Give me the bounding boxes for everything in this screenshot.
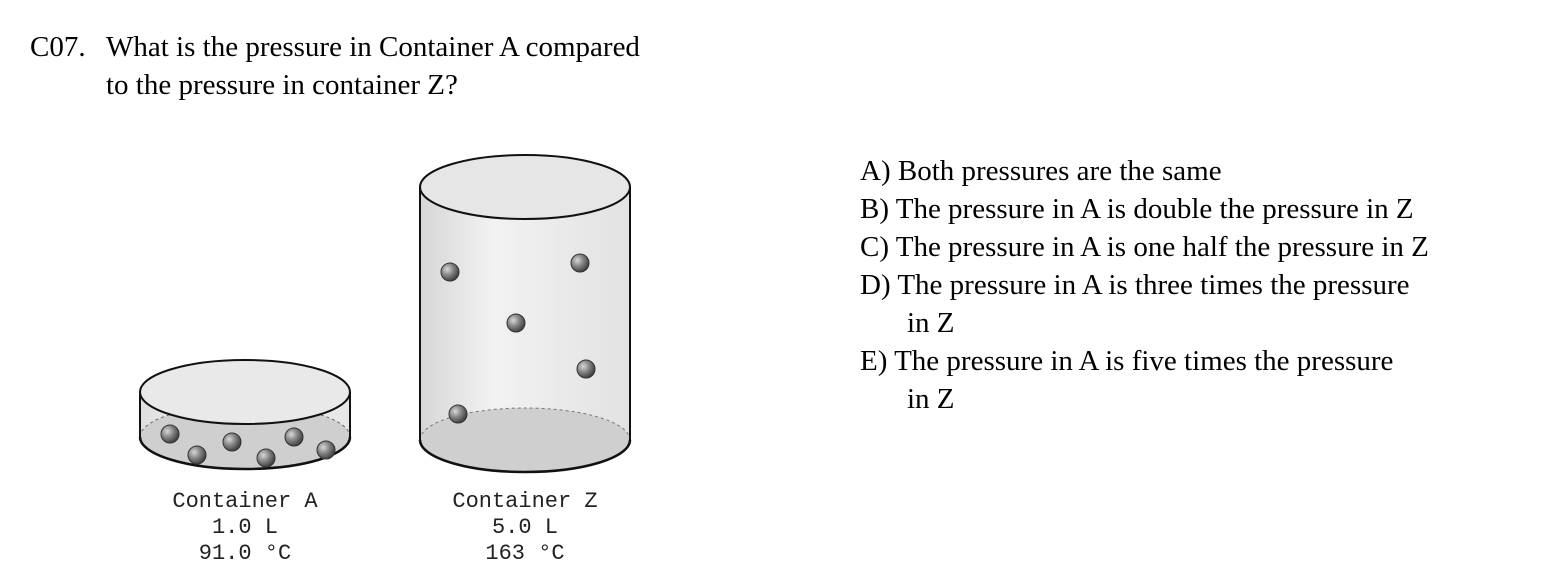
container-z-name: Container Z — [452, 489, 598, 514]
answer-choices: A) Both pressures are the same B) The pr… — [860, 152, 1540, 418]
molecule — [222, 432, 242, 452]
question-line-2: to the pressure in container Z? — [106, 69, 458, 101]
choice-a-text: A) Both pressures are the same — [860, 155, 1222, 187]
choice-b-text: B) The pressure in A is double the press… — [860, 193, 1414, 225]
choice-d-continuation: in Z — [907, 307, 955, 339]
container-a-molecules — [160, 424, 336, 468]
molecule — [160, 424, 180, 444]
container-z-molecules — [440, 253, 596, 424]
choice-c[interactable]: C) The pressure in A is one half the pre… — [860, 228, 1540, 266]
molecule — [284, 427, 304, 447]
container-a-label: Container A 1.0 L 91.0 °C — [135, 489, 355, 567]
molecule — [440, 262, 460, 282]
container-a-drawing — [138, 359, 352, 471]
container-z-temperature: 163 °C — [485, 541, 565, 566]
container-z-label: Container Z 5.0 L 163 °C — [415, 489, 635, 567]
molecule — [576, 359, 596, 379]
container-z-volume: 5.0 L — [491, 515, 558, 540]
question-number: C07. — [30, 31, 86, 63]
container-a-temperature: 91.0 °C — [198, 541, 292, 566]
choice-d-text: D) The pressure in A is three times the … — [860, 269, 1410, 301]
choice-c-text: C) The pressure in A is one half the pre… — [860, 231, 1429, 263]
choice-b[interactable]: B) The pressure in A is double the press… — [860, 190, 1540, 228]
choice-e[interactable]: E) The pressure in A is five times the p… — [860, 342, 1540, 418]
containers-diagram — [138, 154, 632, 474]
molecule — [570, 253, 590, 273]
container-a-name: Container A — [172, 489, 318, 514]
container-a-volume: 1.0 L — [211, 515, 278, 540]
choice-d[interactable]: D) The pressure in A is three times the … — [860, 266, 1540, 342]
choice-a[interactable]: A) Both pressures are the same — [860, 152, 1540, 190]
choice-e-continuation: in Z — [907, 383, 955, 415]
molecule — [187, 445, 207, 465]
molecule — [316, 440, 336, 460]
molecule — [506, 313, 526, 333]
question-text: What is the pressure in Container A comp… — [106, 28, 726, 104]
question-line-1: What is the pressure in Container A comp… — [106, 31, 640, 63]
molecule — [256, 448, 276, 468]
choice-e-text: E) The pressure in A is five times the p… — [860, 345, 1394, 377]
container-z-drawing — [418, 154, 632, 474]
molecule — [448, 404, 468, 424]
